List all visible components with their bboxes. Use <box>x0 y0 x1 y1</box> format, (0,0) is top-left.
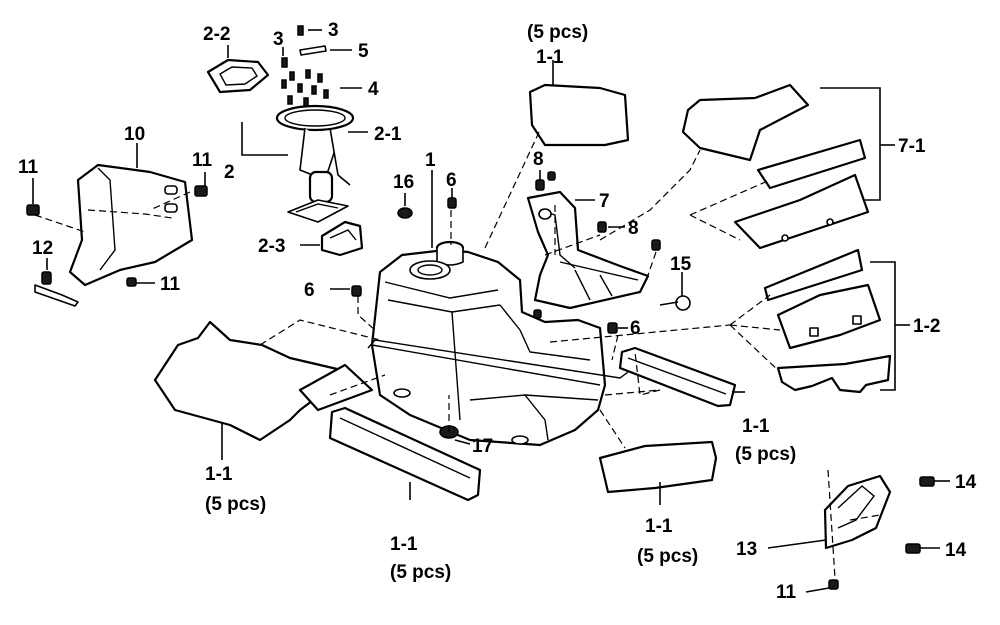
pad-part-1-1-right <box>618 346 737 408</box>
label-12: 12 <box>32 238 53 259</box>
label-5pcs-bottom-center: (5 pcs) <box>390 562 451 583</box>
fuel-sensor-part-2-3 <box>320 220 364 257</box>
label-2-1: 2-1 <box>374 124 402 145</box>
pad-part-1-2 <box>763 248 892 394</box>
label-3: 3 <box>273 29 284 50</box>
label-7: 7 <box>599 191 610 212</box>
label-1: 1 <box>425 150 436 171</box>
label-2-2: 2-2 <box>203 24 230 45</box>
bolts-part-6 <box>351 197 661 334</box>
label-1-1-left: 1-1 <box>205 464 233 485</box>
label-11-left: 11 <box>18 157 39 178</box>
clamp-part-12 <box>34 271 79 307</box>
pad-part-7-1 <box>681 83 870 250</box>
heat-shield-part-10 <box>68 163 194 287</box>
bolts-part-8 <box>535 171 607 233</box>
pad-part-1-1-top <box>528 83 630 147</box>
leader-lines <box>32 29 950 593</box>
bolts-part-14 <box>905 476 935 554</box>
label-6-left: 6 <box>304 280 315 301</box>
label-10: 10 <box>124 124 145 145</box>
pad-part-1-1-bottom-center <box>328 406 482 502</box>
label-1-1-bottom-center: 1-1 <box>390 534 418 555</box>
pump-clip-part-5 <box>299 45 327 56</box>
label-14-top: 14 <box>955 472 977 493</box>
fuel-tank-part-1 <box>367 240 629 447</box>
label-1-1-bottom-right: 1-1 <box>645 516 673 537</box>
label-1-1-right: 1-1 <box>742 416 770 437</box>
label-5pcs-right: (5 pcs) <box>735 444 796 465</box>
nut-part-16 <box>397 207 413 219</box>
bracket-part-7 <box>526 190 650 310</box>
label-11-right: 11 <box>192 150 213 171</box>
pad-part-1-1-left <box>153 320 374 442</box>
label-1-2: 1-2 <box>913 316 940 337</box>
label-7-1: 7-1 <box>898 136 926 157</box>
label-14-bottom: 14 <box>945 540 967 561</box>
bolts-part-11 <box>26 185 839 590</box>
label-15: 15 <box>670 254 692 275</box>
bracket-part-13 <box>823 469 892 579</box>
label-8-top: 8 <box>533 149 544 170</box>
label-11-bottom: 11 <box>776 582 797 603</box>
label-5pcs-top: (5 pcs) <box>527 22 588 43</box>
hose-clip-part-15 <box>659 295 691 311</box>
label-13: 13 <box>736 539 757 560</box>
label-16: 16 <box>393 172 414 193</box>
label-2: 2 <box>224 162 235 183</box>
label-1-1-top: 1-1 <box>536 47 564 68</box>
label-6-top: 6 <box>446 170 457 191</box>
pump-screws-part-3 <box>281 25 329 107</box>
label-5pcs-left: (5 pcs) <box>205 494 266 515</box>
label-8-right: 8 <box>628 218 639 239</box>
label-17: 17 <box>472 436 493 457</box>
label-11-shield: 11 <box>160 274 181 295</box>
part-number-labels: 2-2 3 3 5 4 2-1 2 10 11 11 11 11 12 2-3 … <box>18 20 977 603</box>
label-5pcs-bottom-right: (5 pcs) <box>637 546 698 567</box>
label-3-top: 3 <box>328 20 339 41</box>
pad-part-1-1-bottom-right <box>598 440 718 494</box>
label-2-3: 2-3 <box>258 236 285 257</box>
pump-gasket-part-2-2 <box>206 58 270 94</box>
label-4: 4 <box>368 79 379 100</box>
fuel-pump-part-2 <box>275 104 355 223</box>
label-5: 5 <box>358 41 369 62</box>
label-6-right: 6 <box>630 318 641 339</box>
